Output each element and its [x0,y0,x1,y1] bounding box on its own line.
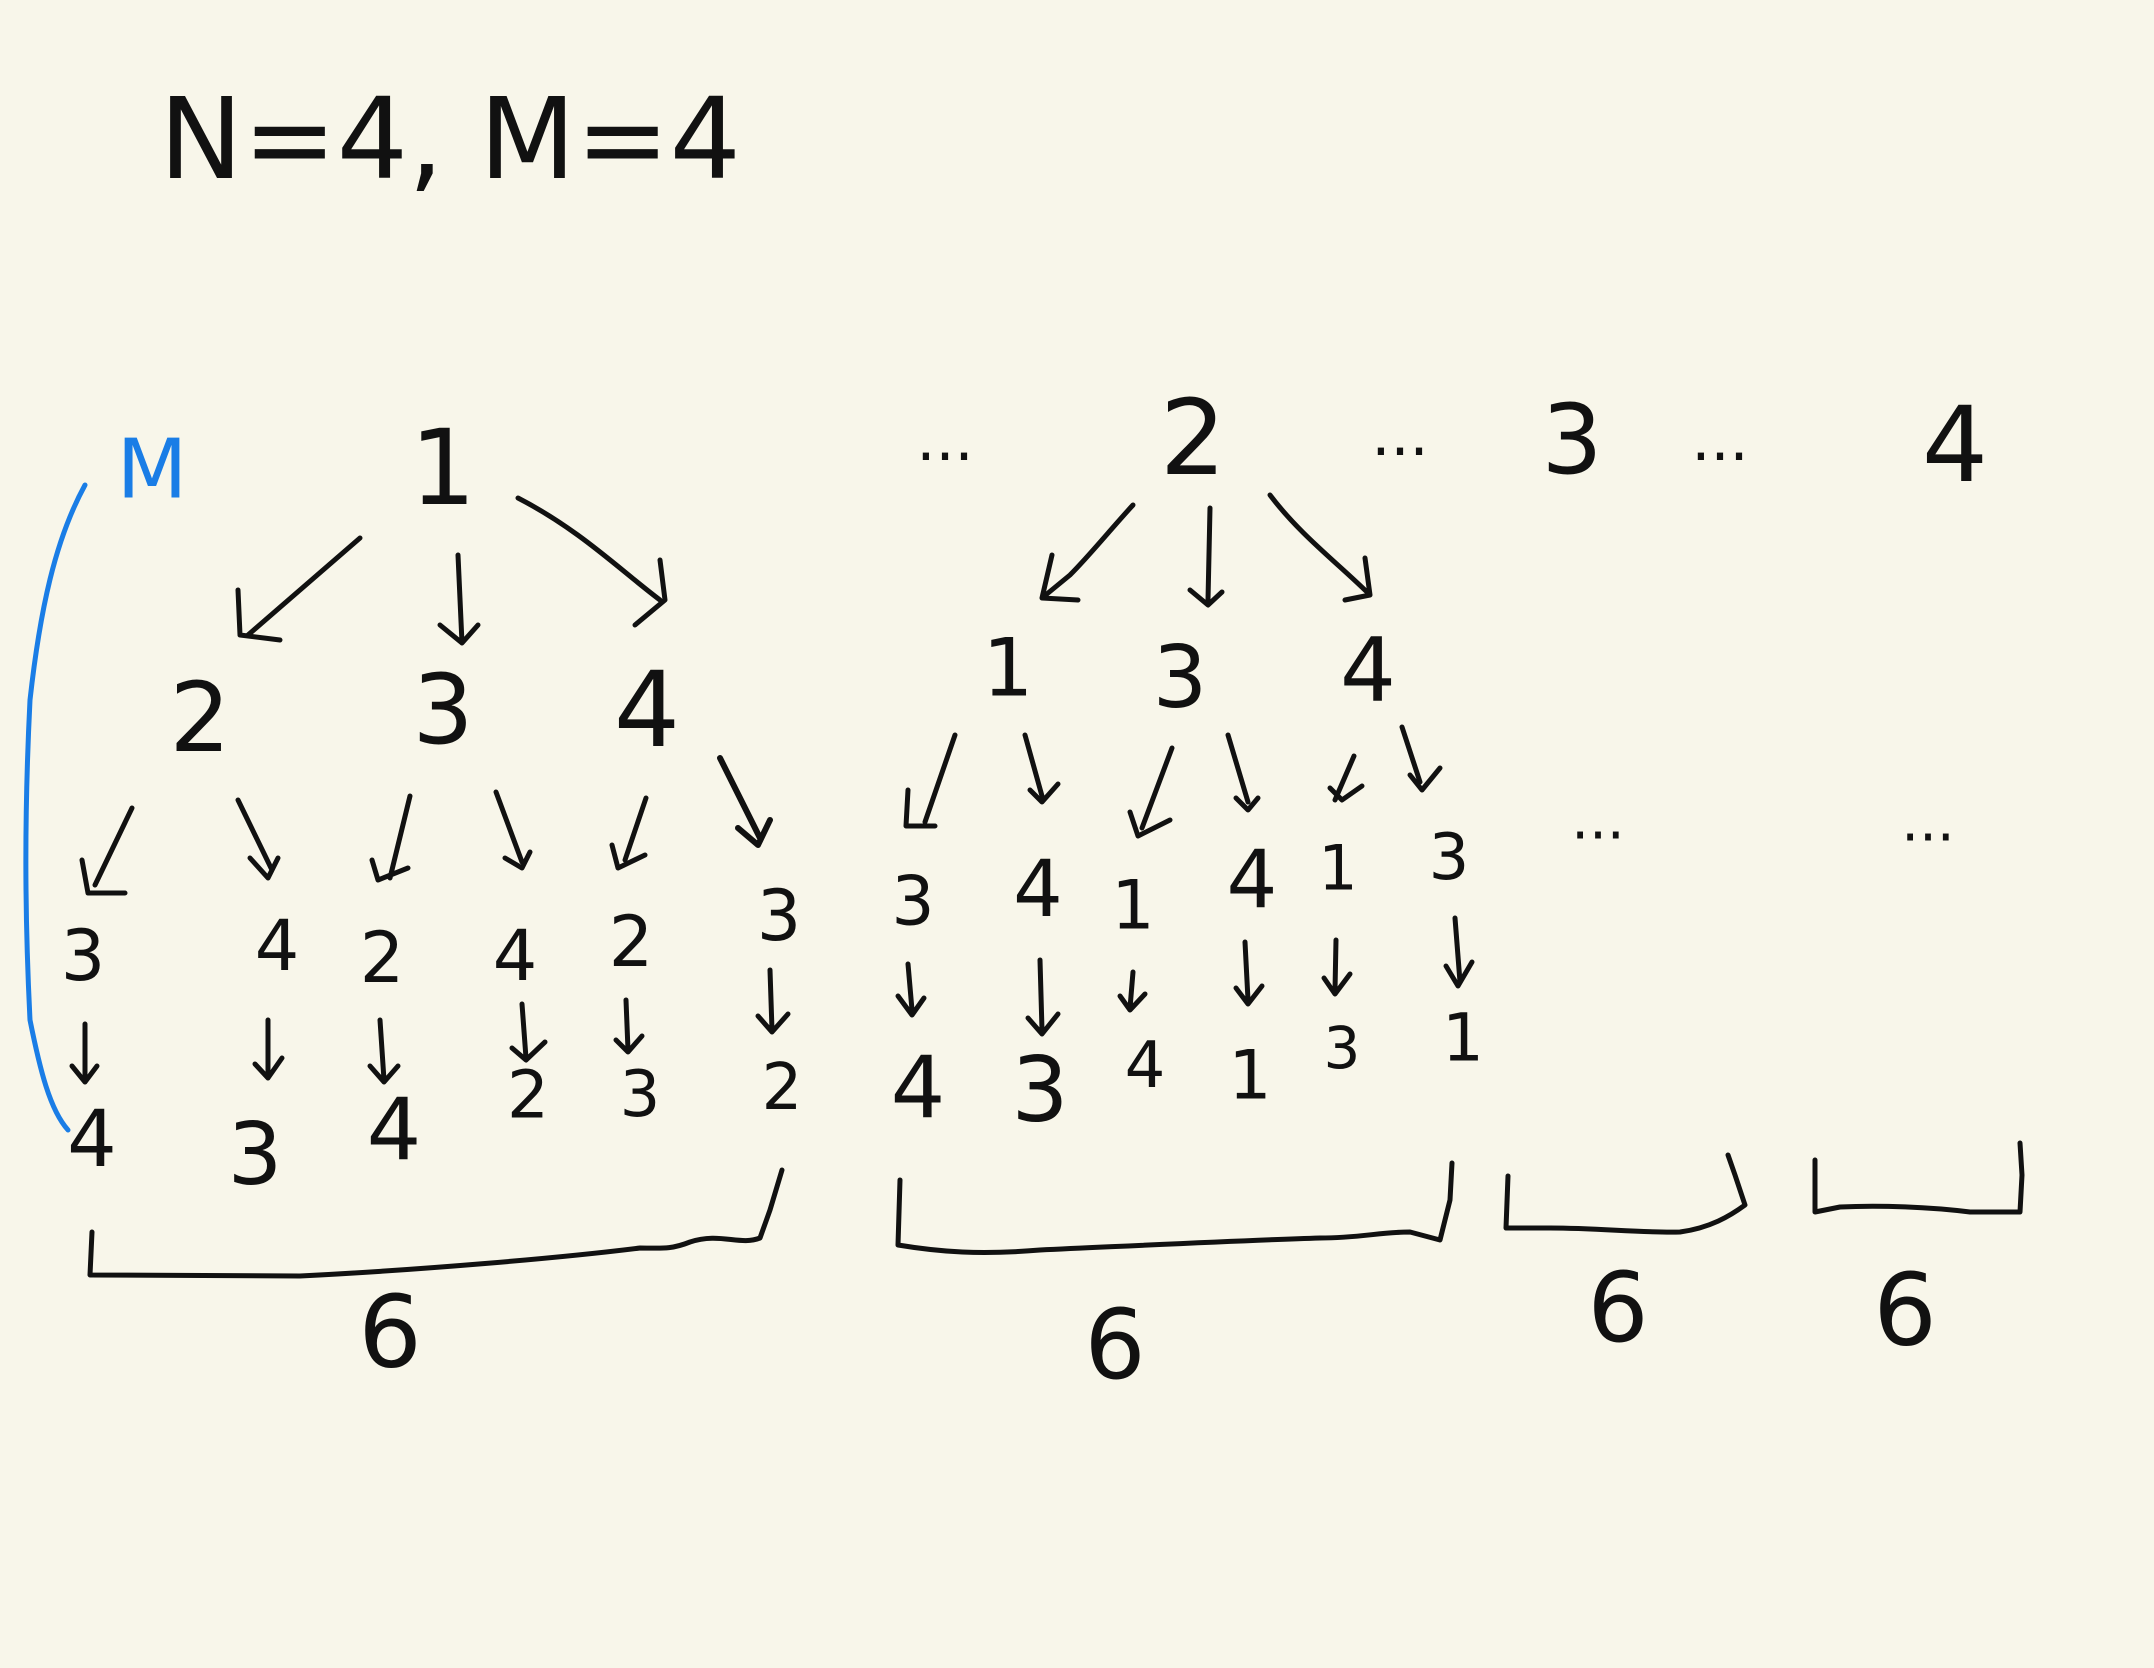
tree2-l3-node: 3 [1324,1014,1361,1082]
group-bracket-4 [1812,1140,2025,1215]
arrow [1187,505,1225,608]
collapsed-ellipsis-4: ... [1901,790,1954,855]
arrow [509,1001,548,1063]
group-bracket-3 [1503,1152,1748,1235]
arrow [1267,492,1373,603]
arrow [613,997,645,1055]
tree2-l2-node: 4 [1013,845,1063,935]
tree2-l3-node: 1 [1228,1037,1271,1116]
arrow [369,793,413,883]
group-count-2: 6 [1084,1289,1145,1401]
tree1-l2-node: 4 [493,915,538,997]
tree2-l2-node: 3 [1429,821,1470,895]
group-count-4: 6 [1873,1252,1937,1369]
tree1-l1-node: 3 [412,654,473,766]
root-1: 1 [410,407,476,529]
collapsed-ellipsis-3: ... [1571,788,1624,853]
group-count-3: 6 [1587,1252,1648,1364]
root-3: 3 [1541,384,1602,496]
tree1-l3-node: 2 [507,1057,549,1134]
tree2-root-arrows [1039,492,1373,608]
tree2-l3-node: 4 [891,1038,946,1138]
arrow [755,967,791,1035]
arrow [252,1017,285,1081]
arrow [1039,502,1136,603]
tree1-l3-node: 3 [228,1105,283,1205]
arrow [1327,753,1365,803]
ellipsis-2: ... [1371,400,1428,470]
tree1-root-arrows [235,495,668,646]
tree2-l3-node: 1 [1442,1000,1484,1077]
arrow [1443,915,1475,989]
root-4: 4 [1922,384,1988,506]
depth-marker-label: M [117,423,188,518]
tree2-l2-node: 1 [1318,832,1357,905]
tree1-l2-node: 2 [360,917,405,999]
arrow [493,789,533,871]
tree2-l1-node: 1 [983,622,1034,715]
root-2: 2 [1160,377,1226,499]
arrow [1233,939,1265,1007]
tree1-l2-node: 4 [255,905,300,987]
arrow [1321,937,1353,997]
ellipsis-3: ... [1691,405,1748,475]
arrow [717,755,773,848]
tree2-l2-node: 1 [1111,867,1154,946]
tree2-l3-node: 3 [1011,1038,1068,1143]
tree2-l1-arrows [903,724,1443,839]
arrow [609,795,649,871]
arrow [79,805,135,896]
ellipsis-1: ... [916,405,973,475]
tree2-l1-node: 4 [1340,619,1396,722]
arrow [235,535,363,643]
arrow [1225,732,1261,813]
group-count-1: 6 [358,1274,422,1391]
tree2-l2-arrows [895,915,1475,1037]
tree1-l1-arrows [79,755,773,896]
arrow [235,797,281,881]
arrow [1127,745,1175,839]
tree1-l1-node: 4 [614,649,680,771]
tree1-l2-arrows [69,967,791,1085]
arrow [437,552,481,646]
header-label: N=4, M=4 [159,75,741,205]
arrow [69,1021,100,1085]
arrow [515,495,668,628]
tree1-l3-node: 2 [762,1051,803,1125]
tree2-l3-node: 4 [1125,1029,1166,1103]
tree2-l2-node: 3 [891,863,934,942]
arrow [903,732,958,829]
tree1-l3-node: 3 [620,1058,661,1132]
arrow [367,1017,401,1085]
tree1-l2-node: 2 [609,901,654,983]
tree1-l1-node: 2 [169,662,230,774]
arrow [1399,724,1443,793]
group-bracket-1 [87,1167,785,1279]
group-bracket-2 [895,1160,1455,1255]
depth-marker-bracket [23,482,88,1133]
arrow [1025,957,1061,1037]
tree2-l1-node: 3 [1153,628,1208,728]
arrow [1117,969,1148,1013]
arrow [895,961,927,1018]
tree1-l2-node: 3 [61,915,106,997]
arrow [1022,732,1061,805]
tree1-l2-node: 3 [757,875,802,957]
tree1-l3-node: 4 [67,1095,117,1185]
tree2-l2-node: 4 [1227,834,1278,927]
tree1-l3-node: 4 [367,1080,422,1180]
